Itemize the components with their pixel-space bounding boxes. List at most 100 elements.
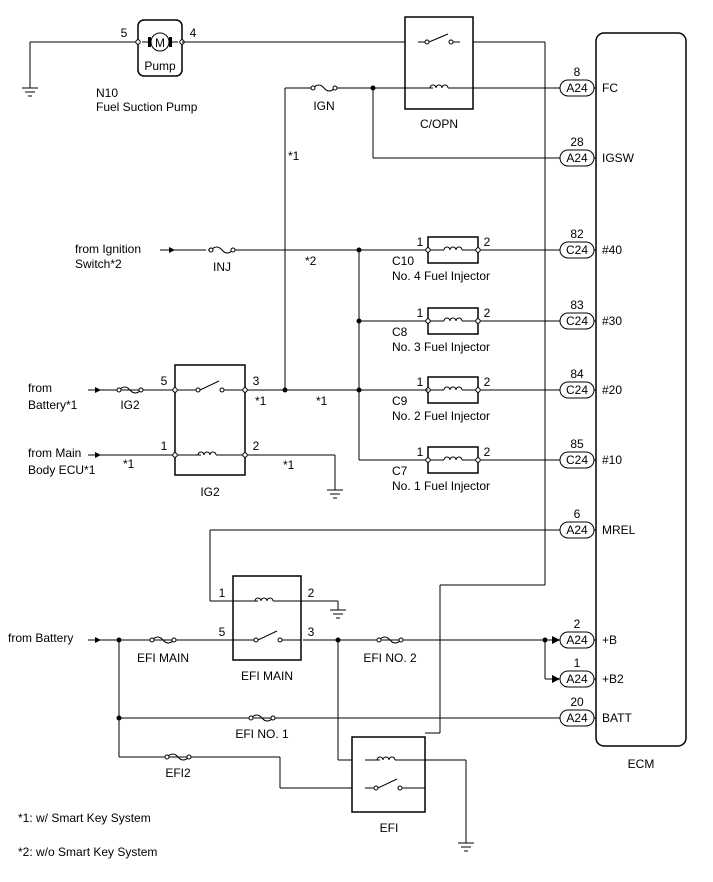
- svg-text:MREL: MREL: [602, 523, 636, 537]
- ign-fuse-label: IGN: [313, 99, 334, 113]
- coil-icon: [443, 317, 463, 322]
- svg-text:A24: A24: [566, 711, 588, 725]
- efi-no2-fuse-icon: [375, 636, 405, 644]
- svg-text:1: 1: [417, 375, 424, 389]
- svg-text:20: 20: [570, 695, 584, 709]
- svg-text:4: 4: [190, 26, 197, 40]
- motor-icon: [150, 32, 170, 52]
- svg-text:EFI NO. 1: EFI NO. 1: [235, 727, 289, 741]
- efi-main-relay: EFI MAIN 1 2 5 3: [219, 575, 315, 683]
- inj-fuse-icon: [207, 246, 237, 254]
- svg-text:A24: A24: [566, 633, 588, 647]
- svg-text:5: 5: [121, 26, 128, 40]
- svg-text:*1: *1: [316, 394, 328, 408]
- svg-text:#10: #10: [602, 453, 622, 467]
- svg-text:EFI: EFI: [380, 821, 399, 835]
- ground-icon: [327, 489, 343, 499]
- svg-text:5: 5: [219, 625, 226, 639]
- coil-icon: [443, 386, 463, 391]
- arrow-icon: [95, 637, 101, 643]
- svg-text:*1: *1: [283, 458, 295, 472]
- svg-text:*1: *1: [123, 457, 135, 471]
- svg-text:C24: C24: [566, 383, 588, 397]
- svg-text:#30: #30: [602, 314, 622, 328]
- svg-text:2: 2: [484, 306, 491, 320]
- source-battery1-1: from: [28, 381, 52, 395]
- arrow-icon: [95, 452, 101, 458]
- ecm-terminal-10: C24 85 #10: [559, 437, 622, 469]
- svg-text:+B: +B: [602, 633, 617, 647]
- svg-text:No. 4 Fuel Injector: No. 4 Fuel Injector: [392, 269, 490, 283]
- svg-text:A24: A24: [566, 81, 588, 95]
- svg-text:FC: FC: [602, 81, 618, 95]
- svg-text:3: 3: [253, 374, 260, 388]
- ground-icon: [22, 87, 38, 97]
- ig2-fuse-icon: [115, 386, 145, 394]
- pump-code: N10: [96, 86, 118, 100]
- source-mainbody-1: from Main: [28, 446, 81, 460]
- ground-icon: [458, 842, 474, 852]
- svg-text:1: 1: [574, 656, 581, 670]
- svg-text:C7: C7: [392, 464, 408, 478]
- svg-text:IG2: IG2: [200, 485, 220, 499]
- svg-text:84: 84: [570, 367, 584, 381]
- svg-text:+B2: +B2: [602, 672, 624, 686]
- svg-text:2: 2: [484, 235, 491, 249]
- svg-text:3: 3: [308, 625, 315, 639]
- source-ignition-1: from Ignition: [75, 242, 141, 256]
- arrow-icon: [95, 387, 101, 393]
- source-mainbody-2: Body ECU*1: [28, 463, 96, 477]
- svg-text:2: 2: [574, 617, 581, 631]
- svg-text:IGSW: IGSW: [602, 151, 635, 165]
- svg-text:85: 85: [570, 437, 584, 451]
- source-battery2: from Battery: [8, 631, 73, 645]
- svg-text:Pump: Pump: [144, 59, 176, 73]
- coil-icon: [443, 246, 463, 251]
- efi-no1-fuse-icon: [247, 714, 277, 722]
- svg-text:EFI MAIN: EFI MAIN: [241, 669, 293, 683]
- svg-text:C24: C24: [566, 453, 588, 467]
- svg-text:#40: #40: [602, 243, 622, 257]
- efi-relay: EFI: [351, 736, 466, 835]
- svg-text:C/OPN: C/OPN: [420, 117, 458, 131]
- svg-text:2: 2: [308, 586, 315, 600]
- svg-text:C9: C9: [392, 394, 408, 408]
- svg-text:6: 6: [574, 507, 581, 521]
- svg-text:1: 1: [417, 306, 424, 320]
- source-battery1-2: Battery*1: [28, 398, 78, 412]
- ecm-label: ECM: [628, 757, 655, 771]
- svg-text:1: 1: [219, 586, 226, 600]
- ig2-relay: IG2 5 3 1 2: [161, 364, 260, 499]
- svg-text:INJ: INJ: [213, 260, 231, 274]
- svg-text:1: 1: [161, 439, 168, 453]
- svg-text:BATT: BATT: [602, 711, 632, 725]
- svg-text:2: 2: [484, 375, 491, 389]
- svg-text:M: M: [155, 36, 165, 50]
- svg-text:A24: A24: [566, 523, 588, 537]
- svg-text:*1: *1: [288, 149, 300, 163]
- svg-text:No. 1 Fuel Injector: No. 1 Fuel Injector: [392, 479, 490, 493]
- ground-icon: [330, 609, 346, 619]
- svg-text:C8: C8: [392, 325, 408, 339]
- fuel-suction-pump: M Pump 5 4 N10 Fuel Suction Pump: [22, 19, 545, 114]
- svg-text:82: 82: [570, 227, 584, 241]
- svg-text:A24: A24: [566, 151, 588, 165]
- svg-text:No. 2 Fuel Injector: No. 2 Fuel Injector: [392, 409, 490, 423]
- legend-note1: *1: w/ Smart Key System: [18, 811, 151, 825]
- svg-text:*2: *2: [305, 254, 317, 268]
- svg-text:EFI NO. 2: EFI NO. 2: [363, 651, 417, 665]
- svg-text:C24: C24: [566, 314, 588, 328]
- ign-fuse-icon: [309, 84, 339, 92]
